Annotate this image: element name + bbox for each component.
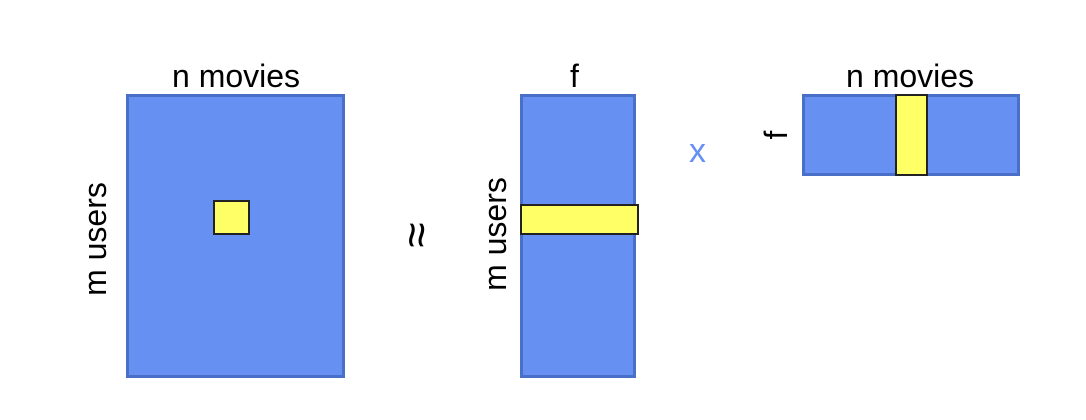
item-factors-highlight-col <box>895 94 928 176</box>
ratings-matrix <box>126 94 345 378</box>
user-factors-col-label: f <box>570 58 579 94</box>
ratings-matrix-col-label: n movies <box>172 58 301 94</box>
ratings-matrix-row-label: m users <box>77 182 113 296</box>
item-factors-col-label: n movies <box>846 58 975 94</box>
ratings-matrix-highlight-cell <box>213 200 250 235</box>
item-factors-row-label: f <box>758 130 794 140</box>
item-factors-matrix <box>802 94 1020 176</box>
user-factors-highlight-row <box>520 204 639 235</box>
times-symbol: x <box>689 132 706 170</box>
user-factors-row-label: m users <box>477 177 513 291</box>
user-factors-matrix <box>520 94 639 378</box>
approx-symbol: ≈ <box>391 222 444 248</box>
